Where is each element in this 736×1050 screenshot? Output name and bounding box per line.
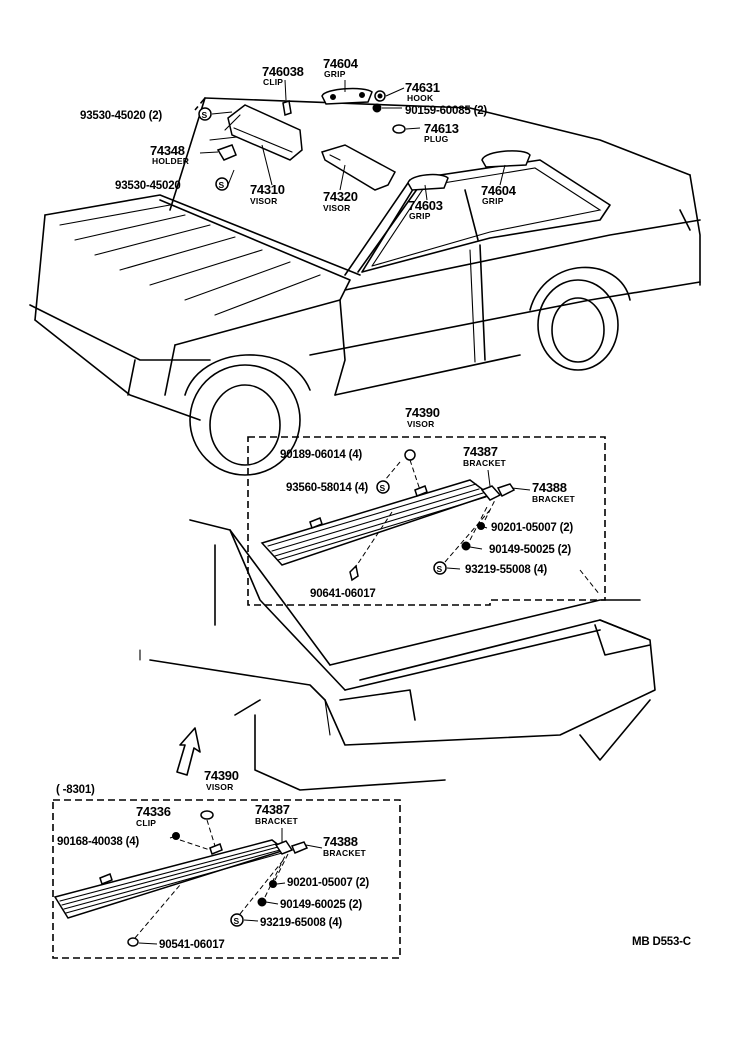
part-90201-05007-upper: 90201-05007 (2) (491, 522, 573, 534)
label-74388-lower-number: 74388 (323, 834, 358, 849)
label-74320-name: VISOR (323, 203, 350, 213)
part-90149-60025: 90149-60025 (2) (280, 899, 362, 911)
clip-74336 (200, 810, 214, 820)
nut-90541 (127, 937, 139, 947)
label-74388-lower-name: BRACKET (323, 848, 367, 858)
part-90168-40038: 90168-40038 (4) (57, 836, 139, 848)
label-74631-name: HOOK (407, 93, 434, 103)
screw-90159 (372, 103, 382, 113)
bracket-74388-upper (496, 483, 516, 498)
part-93219-55008: 93219-55008 (4) (465, 564, 547, 576)
part-90189-06014: 90189-06014 (4) (280, 449, 362, 461)
washer-symbol: S (380, 483, 386, 493)
grip-right (481, 150, 531, 168)
label-74604b-number: 74604 (481, 183, 517, 198)
part-90641-06017: 90641-06017 (310, 588, 376, 600)
label-74390-upper-name: VISOR (407, 419, 434, 429)
bracket-74387-lower (274, 840, 294, 855)
sun-visor-right (321, 144, 397, 191)
washer-symbol: S (437, 564, 443, 574)
part-90541-06017: 90541-06017 (159, 939, 225, 951)
label-74387-upper-number: 74387 (463, 444, 498, 459)
label-74336-number: 74336 (136, 804, 171, 819)
washer-symbol: S (234, 916, 240, 926)
visor-group-box-lower (52, 799, 401, 959)
screw-90149-lower (257, 897, 267, 907)
part-90149-50025: 90149-50025 (2) (489, 544, 571, 556)
range-note: ( -8301) (56, 784, 95, 796)
nut-90641 (349, 564, 359, 582)
washer-93219-lower (230, 913, 244, 927)
part-93530-45020: 93530-45020 (115, 180, 181, 192)
washer-93560-upper (376, 480, 390, 494)
label-74604b-name: GRIP (482, 196, 504, 206)
part-90201-05007-lower: 90201-05007 (2) (287, 877, 369, 889)
label-74603-name: GRIP (409, 211, 431, 221)
label-74387-lower-name: BRACKET (255, 816, 299, 826)
label-74348-number: 74348 (150, 143, 185, 158)
screw-90149-upper (461, 541, 471, 551)
washer-symbol: S (219, 180, 225, 190)
grip-door (407, 173, 449, 191)
holder-74348 (216, 144, 237, 161)
plug-74613 (392, 124, 406, 134)
washer-93219-upper (433, 561, 447, 575)
hook-icon (374, 90, 386, 102)
label-74390-lower-name: VISOR (206, 782, 233, 792)
label-74631-number: 74631 (405, 80, 440, 95)
part-93219-65008: 93219-65008 (4) (260, 917, 342, 929)
part-93530-45020-2: 93530-45020 (2) (80, 110, 162, 122)
label-74390-upper-number: 74390 (405, 405, 440, 420)
label-74348-name: HOLDER (152, 156, 189, 166)
clip-746038 (282, 100, 292, 116)
grip-upper (321, 87, 373, 105)
label-74336-name: CLIP (136, 818, 156, 828)
front-car-illustration (29, 97, 701, 476)
label-74604-number: 74604 (323, 56, 359, 71)
label-74390-lower-number: 74390 (204, 768, 239, 783)
label-74613-name: PLUG (424, 134, 449, 144)
nut-90189-upper (404, 449, 416, 461)
washer-symbol: S (202, 110, 208, 120)
label-74603-number: 74603 (408, 198, 443, 213)
part-93560-58014: 93560-58014 (4) (286, 482, 368, 494)
label-746038-number: 746038 (262, 64, 304, 79)
label-74388-upper-number: 74388 (532, 480, 567, 495)
label-74387-upper-name: BRACKET (463, 458, 507, 468)
label-74604-name: GRIP (324, 69, 346, 79)
label-74320-number: 74320 (323, 189, 358, 204)
rear-visor-74390 (260, 479, 492, 566)
visor-group-box (247, 436, 606, 606)
rear-car-illustration (139, 519, 656, 791)
label-74388-upper-name: BRACKET (532, 494, 576, 504)
arrow-icon (176, 727, 201, 776)
part-90159-60085: 90159-60085 (2) (405, 105, 487, 117)
label-74310-number: 74310 (250, 182, 285, 197)
label-74387-lower-number: 74387 (255, 802, 290, 817)
sun-visor-left (224, 104, 303, 161)
label-746038-name: CLIP (263, 77, 283, 87)
bracket-74387-upper (480, 485, 502, 501)
bracket-74388-lower (290, 841, 309, 854)
screw-90201-upper (477, 522, 485, 530)
rear-visor-74390-lower (53, 839, 287, 919)
diagram-code: MB D553-C (632, 936, 691, 948)
label-74613-number: 74613 (424, 121, 459, 136)
label-74310-name: VISOR (250, 196, 277, 206)
